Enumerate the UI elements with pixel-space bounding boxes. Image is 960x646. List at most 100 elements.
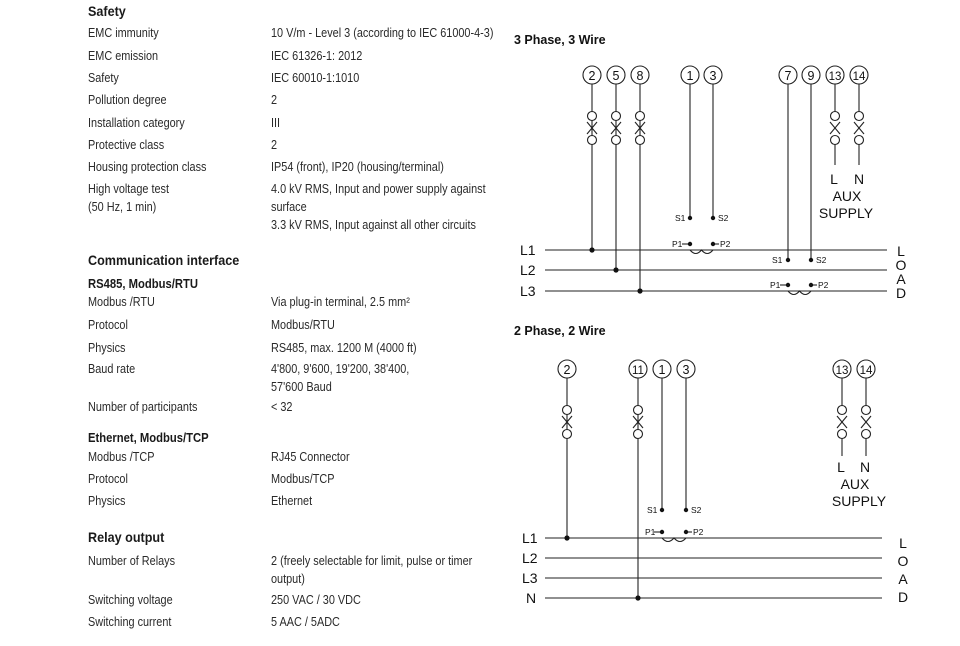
spec-value: 2 (freely selectable for limit, pulse or… bbox=[271, 554, 473, 568]
ct-label: P1 bbox=[645, 527, 656, 537]
load-label: O bbox=[896, 257, 907, 273]
aux-label: AUX bbox=[833, 188, 862, 204]
spec-label: (50 Hz, 1 min) bbox=[88, 200, 157, 214]
ct-label: P2 bbox=[693, 527, 704, 537]
junction-dots-diagram1 bbox=[589, 215, 814, 294]
spec-value: IP54 (front), IP20 (housing/terminal) bbox=[271, 160, 444, 174]
spec-label: EMC emission bbox=[88, 49, 159, 63]
line-label: L2 bbox=[520, 262, 536, 278]
spec-value: 250 VAC / 30 VDC bbox=[271, 593, 361, 607]
line-labels-diagram1: L1 L2 L3 bbox=[520, 242, 536, 299]
aux-label: N bbox=[860, 459, 870, 475]
spec-value: RJ45 Connector bbox=[271, 450, 350, 464]
spec-value: 5 AAC / 5ADC bbox=[271, 615, 340, 629]
load-labels-diagram2: L O A D bbox=[898, 535, 909, 605]
diagram-title-3phase: 3 Phase, 3 Wire bbox=[514, 33, 606, 47]
terminal-labels-diagram1: 2 5 8 1 3 7 9 13 14 bbox=[589, 69, 866, 83]
terminal-label: 2 bbox=[589, 69, 596, 83]
line-label: L3 bbox=[522, 570, 538, 586]
section-title-communication: Communication interface bbox=[88, 252, 240, 268]
terminal-label: 13 bbox=[836, 365, 849, 377]
terminal-label: 3 bbox=[710, 69, 717, 83]
spec-label: Protective class bbox=[88, 138, 165, 152]
terminal-label: 1 bbox=[687, 69, 694, 83]
line-label: L2 bbox=[522, 550, 538, 566]
line-labels-diagram2: L1 L2 L3 N bbox=[522, 530, 538, 606]
terminal-label: 1 bbox=[659, 363, 666, 377]
line-label: L3 bbox=[520, 283, 536, 299]
spec-value: 57'600 Baud bbox=[271, 380, 332, 394]
load-label: D bbox=[898, 589, 908, 605]
line-label: N bbox=[526, 590, 536, 606]
spec-value: 3.3 kV RMS, Input against all other circ… bbox=[271, 218, 476, 232]
line-label: L1 bbox=[522, 530, 538, 546]
ct-label: S1 bbox=[772, 255, 783, 265]
aux-label: SUPPLY bbox=[819, 205, 874, 221]
spec-value: 2 bbox=[271, 138, 278, 152]
fuses-diagram1 bbox=[586, 110, 865, 146]
spec-label: Baud rate bbox=[88, 362, 136, 376]
spec-label: Pollution degree bbox=[88, 93, 167, 107]
aux-label: SUPPLY bbox=[832, 493, 887, 509]
ct-label: P1 bbox=[770, 280, 781, 290]
terminal-labels-diagram2: 2 11 1 3 13 14 bbox=[564, 363, 873, 377]
spec-label: Switching voltage bbox=[88, 593, 173, 607]
spec-value: III bbox=[271, 116, 281, 130]
spec-label: Protocol bbox=[88, 318, 128, 332]
spec-value: IEC 61326-1: 2012 bbox=[271, 49, 363, 63]
terminal-label: 2 bbox=[564, 363, 571, 377]
ct-labels-diagram2: S1 S2 P1 P2 bbox=[645, 505, 704, 537]
section-title-safety: Safety bbox=[88, 3, 126, 19]
junction-dots-diagram2 bbox=[564, 507, 689, 601]
spec-label: Number of participants bbox=[88, 400, 198, 414]
spec-value: Modbus/TCP bbox=[271, 472, 335, 486]
ct-label: S2 bbox=[718, 213, 729, 223]
load-label: L bbox=[897, 243, 905, 259]
terminal-label: 14 bbox=[860, 365, 873, 377]
load-label: A bbox=[898, 571, 908, 587]
terminal-label: 9 bbox=[808, 69, 815, 83]
spec-value: IEC 60010-1:1010 bbox=[271, 71, 360, 85]
aux-label: L bbox=[830, 171, 838, 187]
spec-label: Number of Relays bbox=[88, 554, 176, 568]
aux-label: N bbox=[854, 171, 864, 187]
spec-value: RS485, max. 1200 M (4000 ft) bbox=[271, 341, 417, 355]
ct-labels-diagram1: S1 S2 P1 P2 S1 S2 P1 P2 bbox=[672, 213, 829, 290]
aux-labels-diagram1: L N AUX SUPPLY bbox=[819, 171, 874, 221]
spec-value: Modbus/RTU bbox=[271, 318, 335, 332]
aux-label: AUX bbox=[841, 476, 870, 492]
spec-value: surface bbox=[271, 200, 307, 214]
subsection-title-rs485: RS485, Modbus/RTU bbox=[88, 277, 199, 291]
ct-label: P2 bbox=[720, 239, 731, 249]
ct-label: P1 bbox=[672, 239, 683, 249]
spec-label: High voltage test bbox=[88, 182, 170, 196]
ct-label: P2 bbox=[818, 280, 829, 290]
ct-label: S2 bbox=[691, 505, 702, 515]
spec-label: Physics bbox=[88, 341, 126, 355]
terminal-label: 3 bbox=[683, 363, 690, 377]
diagram-2phase-2wire bbox=[545, 359, 882, 599]
aux-labels-diagram2: L N AUX SUPPLY bbox=[832, 459, 887, 509]
spec-label: Protocol bbox=[88, 472, 128, 486]
spec-value: 4.0 kV RMS, Input and power supply again… bbox=[271, 182, 486, 196]
spec-value: output) bbox=[271, 572, 305, 586]
section-title-relay: Relay output bbox=[88, 529, 165, 545]
spec-label: Modbus /TCP bbox=[88, 450, 155, 464]
spec-value: Via plug-in terminal, 2.5 mm² bbox=[271, 295, 410, 309]
load-label: L bbox=[899, 535, 907, 551]
spec-label: Installation category bbox=[88, 116, 185, 130]
spec-label: Housing protection class bbox=[88, 160, 207, 174]
spec-label: Safety bbox=[88, 71, 119, 85]
load-label: D bbox=[896, 285, 906, 301]
aux-label: L bbox=[837, 459, 845, 475]
spec-value: Ethernet bbox=[271, 494, 313, 508]
terminal-label: 11 bbox=[632, 365, 644, 377]
terminal-label: 7 bbox=[785, 69, 792, 83]
spec-value: 4'800, 9'600, 19'200, 38'400, bbox=[271, 362, 410, 376]
load-label: A bbox=[896, 271, 906, 287]
spec-label: Switching current bbox=[88, 615, 172, 629]
terminal-label: 13 bbox=[829, 71, 842, 83]
spec-value: < 32 bbox=[271, 400, 293, 414]
terminal-label: 5 bbox=[613, 69, 620, 83]
